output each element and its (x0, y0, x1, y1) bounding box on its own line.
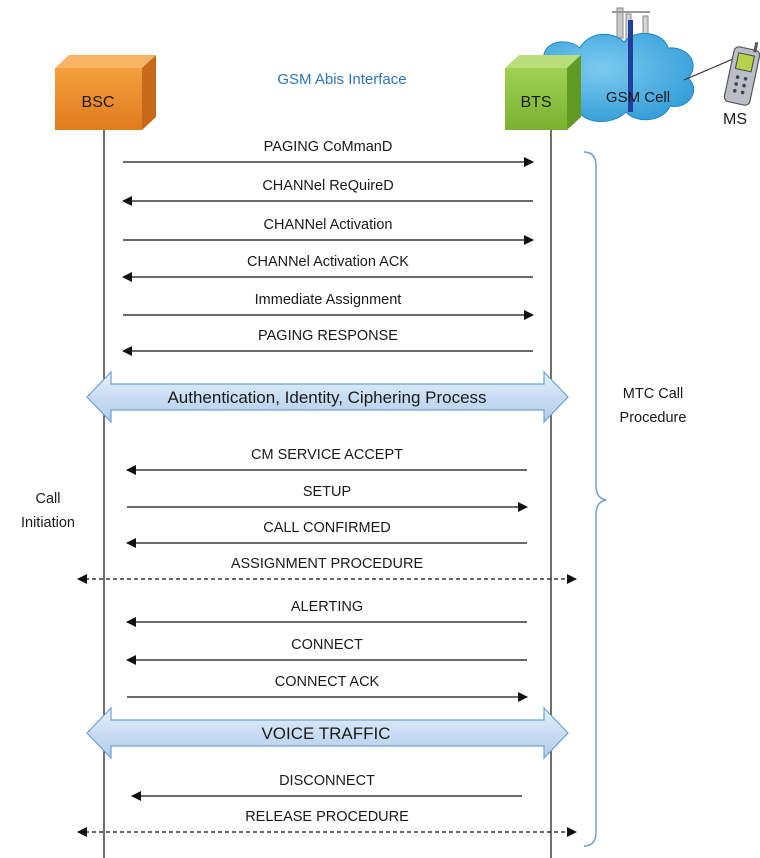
message-label: CHANNel Activation (264, 217, 393, 233)
mtc-call-brace (583, 151, 607, 847)
message-list: PAGING CoMmanD CHANNel ReQuireD CHANNel Ac… (77, 139, 577, 837)
message-label: CONNECT (291, 637, 363, 653)
message-label: DISCONNECT (279, 773, 375, 789)
cell-ms-link (683, 55, 741, 81)
message-label: CM SERVICE ACCEPT (251, 447, 403, 463)
ms-label: MS (723, 111, 747, 128)
diagram-title: GSM Abis Interface (277, 71, 406, 88)
bsc-label: BSC (82, 94, 115, 111)
message-label: CHANNel ReQuireD (262, 178, 393, 194)
bts-node: BTS (505, 55, 581, 130)
auth-band-label: Authentication, Identity, Ciphering Proc… (167, 388, 486, 407)
mtc-call-label-line1: MTC Call (623, 386, 683, 402)
mobile-phone-icon (723, 42, 760, 106)
voice-band-label: VOICE TRAFFIC (261, 724, 390, 743)
message-label: PAGING CoMmanD (264, 139, 393, 155)
message-label: SETUP (303, 484, 351, 500)
message-label: ALERTING (291, 599, 363, 615)
gsm-cell-label: GSM Cell (606, 89, 670, 106)
message-label: ASSIGNMENT PROCEDURE (231, 556, 424, 572)
message-label: Immediate Assignment (255, 292, 402, 308)
message-label: PAGING RESPONSE (258, 328, 398, 344)
message-label: RELEASE PROCEDURE (245, 809, 409, 825)
mtc-call-label-line2: Procedure (620, 410, 687, 426)
message-label: CHANNel Activation ACK (247, 254, 409, 270)
call-initiation-label-line2: Initiation (21, 515, 75, 531)
message-label: CONNECT ACK (275, 674, 380, 690)
bts-label: BTS (520, 94, 551, 111)
voice-band: VOICE TRAFFIC (86, 706, 569, 760)
call-initiation-label-line1: Call (36, 491, 61, 507)
auth-band: Authentication, Identity, Ciphering Proc… (86, 370, 569, 424)
message-label: CALL CONFIRMED (263, 520, 391, 536)
bsc-node: BSC (55, 55, 156, 130)
